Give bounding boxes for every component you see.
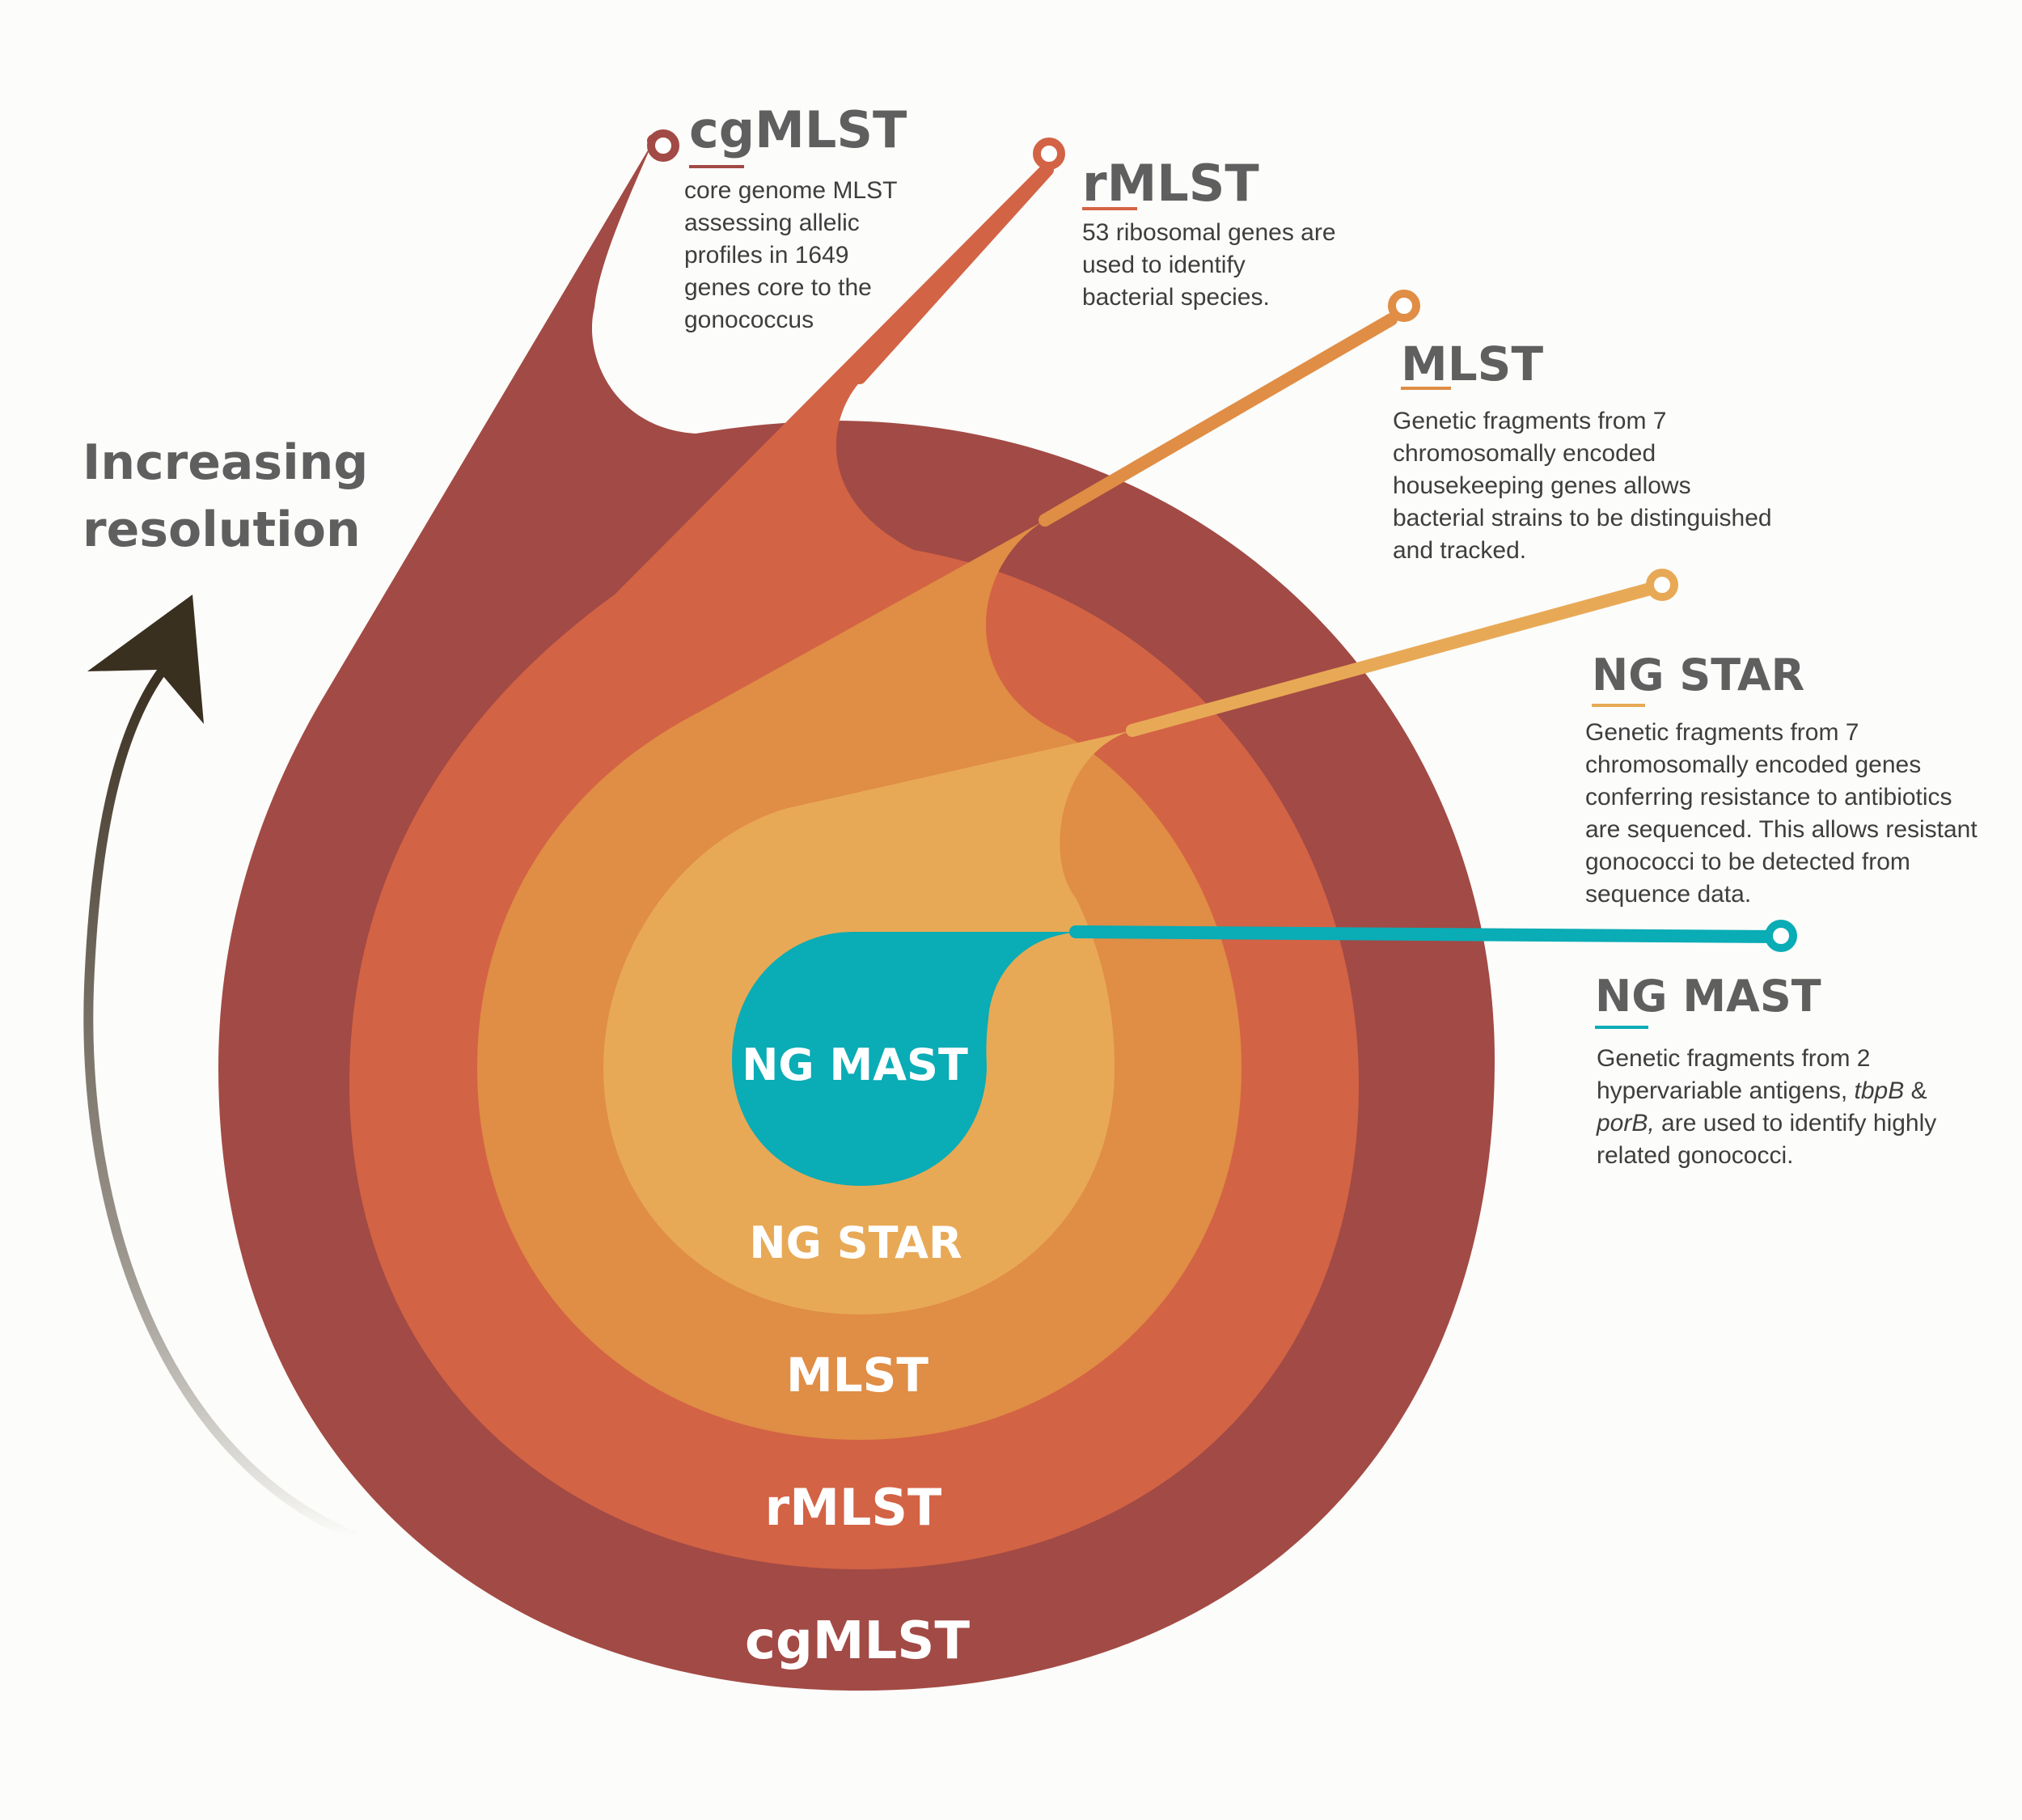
callout-ngstar-line: are sequenced. This allows resistant <box>1585 816 1978 843</box>
leader-rmlst <box>853 163 1054 384</box>
callout-ngmast-gene: porB, <box>1596 1110 1655 1136</box>
endpoint-cgmlst <box>647 129 679 162</box>
callout-rmlst-line: 53 ribosomal genes are <box>1082 219 1336 246</box>
callout-cgmlst-line: profiles in 1649 <box>684 242 848 269</box>
callout-cgmlst-underline <box>689 165 744 168</box>
callout-ngmast-gene: tbpB <box>1855 1077 1905 1104</box>
callout-cgmlst-line: genes core to the <box>684 274 872 301</box>
ring-label-ngstar: NG STAR <box>749 1217 962 1268</box>
endpoint-ngstar <box>1646 569 1678 601</box>
callout-mlst-line: housekeeping genes allows <box>1393 472 1691 499</box>
callout-ngmast-title: NG MAST <box>1595 971 1821 1022</box>
endpoint-ngmast <box>1765 920 1797 952</box>
callout-ngmast-line: porB, are used to identify highly <box>1596 1110 1936 1136</box>
callout-ngstar-line: conferring resistance to antibiotics <box>1585 784 1952 811</box>
callout-ngstar-line: sequence data. <box>1585 881 1751 908</box>
callout-rmlst-line: bacterial species. <box>1082 284 1270 311</box>
callout-rmlst-line: used to identify <box>1082 252 1246 278</box>
ring-label-cgmlst: cgMLST <box>745 1611 970 1671</box>
callout-mlst-line: Genetic fragments from 7 <box>1393 408 1666 434</box>
ring-label-ngmast: NG MAST <box>742 1039 968 1090</box>
ring-ngmast-shape <box>732 932 1084 1186</box>
callout-mlst-line: and tracked. <box>1393 537 1526 564</box>
callout-ngstar: NG STAR Genetic fragments from 7 chromos… <box>1585 650 1978 908</box>
endpoint-mlst <box>1388 290 1420 322</box>
side-label-line2: resolution <box>82 502 361 558</box>
leader-ngstar <box>1126 582 1656 737</box>
callout-cgmlst-line: core genome MLST <box>684 177 897 204</box>
arrow-head-icon <box>87 595 204 724</box>
callout-mlst-line: bacterial strains to be distinguished <box>1393 505 1772 531</box>
callout-cgmlst-title: cgMLST <box>689 100 907 159</box>
callout-ngstar-line: chromosomally encoded genes <box>1585 751 1921 778</box>
leader-mlst <box>1038 313 1398 527</box>
callout-mlst-title: MLST <box>1401 336 1543 392</box>
callout-ngmast-text: hypervariable antigens, <box>1597 1077 1855 1104</box>
callout-ngmast-text: & <box>1904 1077 1927 1104</box>
callout-mlst-line: chromosomally encoded <box>1393 440 1656 467</box>
ring-label-mlst: MLST <box>786 1348 929 1403</box>
callout-ngstar-underline <box>1592 704 1645 707</box>
callout-cgmlst: cgMLST core genome MLST assessing alleli… <box>684 100 907 333</box>
increasing-resolution-arrow <box>83 667 361 1542</box>
callout-mlst: MLST Genetic fragments from 7 chromosoma… <box>1393 336 1772 564</box>
callout-ngmast-line: hypervariable antigens, tbpB & <box>1597 1077 1927 1104</box>
callout-ngmast-line: related gonococci. <box>1597 1142 1794 1169</box>
callout-rmlst-underline <box>1082 207 1137 210</box>
callout-ngstar-line: Genetic fragments from 7 <box>1585 719 1859 746</box>
callout-cgmlst-line: gonococcus <box>684 307 814 333</box>
callout-rmlst: rMLST 53 ribosomal genes are used to ide… <box>1082 154 1336 311</box>
callout-ngmast-text: are used to identify highly <box>1655 1110 1937 1136</box>
callout-ngstar-line: gonococci to be detected from <box>1585 849 1910 875</box>
callout-mlst-underline <box>1401 387 1451 390</box>
endpoint-rmlst <box>1033 138 1065 170</box>
callout-cgmlst-line: assessing allelic <box>684 210 860 236</box>
ring-label-rmlst: rMLST <box>765 1478 942 1537</box>
callout-rmlst-title: rMLST <box>1082 154 1259 213</box>
side-label-line1: Increasing <box>82 434 368 491</box>
callout-ngmast: NG MAST Genetic fragments from 2 hyperva… <box>1595 971 1936 1169</box>
callout-ngmast-line: Genetic fragments from 2 <box>1597 1045 1870 1072</box>
leader-ngmast <box>1069 925 1786 943</box>
callout-ngmast-underline <box>1595 1026 1648 1029</box>
callout-ngstar-title: NG STAR <box>1592 650 1804 700</box>
